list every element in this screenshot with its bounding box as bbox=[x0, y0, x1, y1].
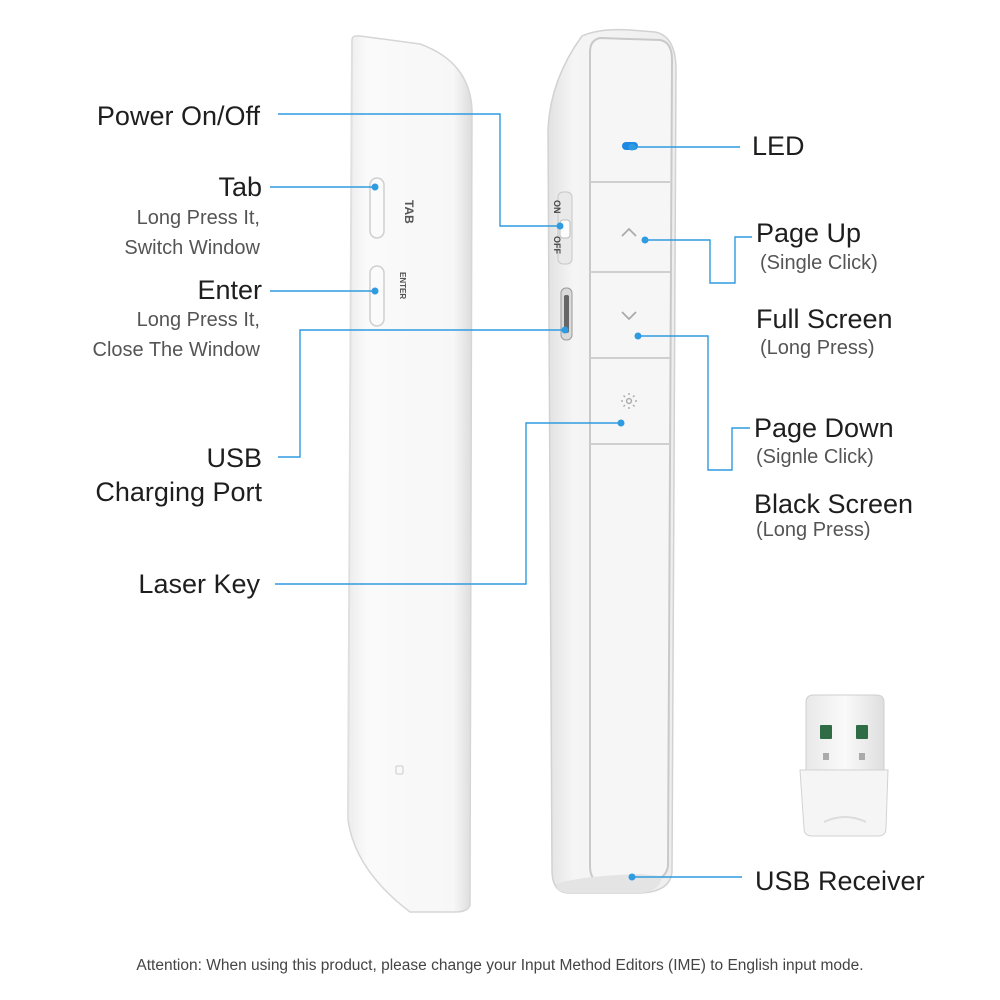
full-screen-desc: (Long Press) bbox=[760, 337, 875, 359]
led-label: LED bbox=[752, 131, 805, 161]
page-down-desc: (Signle Click) bbox=[756, 446, 874, 468]
page-down-label: Page Down bbox=[754, 413, 894, 443]
chevron-up-icon bbox=[621, 227, 637, 237]
full-screen-label: Full Screen bbox=[756, 304, 893, 334]
tab-print-text: TAB bbox=[402, 200, 416, 224]
dot-enter bbox=[371, 287, 379, 295]
dot-usb bbox=[561, 326, 569, 334]
presenter-side-view: TAB ENTER bbox=[347, 35, 473, 913]
usb-label-1: USB bbox=[206, 443, 262, 473]
enter-label: Enter bbox=[197, 275, 262, 305]
attention-footer: Attention: When using this product, plea… bbox=[136, 957, 864, 974]
tab-button bbox=[369, 177, 385, 239]
laser-label: Laser Key bbox=[138, 569, 260, 599]
chevron-down-icon bbox=[621, 311, 637, 321]
dot-receiver bbox=[628, 873, 636, 881]
laser-icon bbox=[621, 393, 637, 409]
lanyard-hole bbox=[395, 765, 404, 775]
tab-desc-1: Long Press It, bbox=[136, 207, 260, 229]
page-up-label: Page Up bbox=[756, 218, 862, 248]
switch-on-text: ON bbox=[552, 200, 562, 214]
tab-label: Tab bbox=[218, 172, 262, 202]
enter-desc-2: Close The Window bbox=[92, 339, 260, 361]
black-screen-label: Black Screen bbox=[754, 489, 914, 519]
page-up-desc: (Single Click) bbox=[760, 252, 878, 274]
enter-print-text: ENTER bbox=[398, 272, 407, 299]
leader-dots bbox=[371, 143, 649, 881]
dot-led bbox=[628, 143, 636, 151]
tab-desc-2: Switch Window bbox=[124, 237, 260, 259]
usb-receiver-label: USB Receiver bbox=[755, 866, 925, 896]
switch-off-text: OFF bbox=[552, 236, 562, 254]
power-label: Power On/Off bbox=[96, 101, 260, 131]
enter-button bbox=[369, 265, 385, 327]
usb-receiver-dongle bbox=[799, 694, 889, 837]
usb-label-2: Charging Port bbox=[95, 477, 262, 507]
dot-page-down bbox=[634, 332, 642, 340]
dot-page-up bbox=[641, 236, 649, 244]
enter-desc-1: Long Press It, bbox=[136, 309, 260, 331]
dot-power bbox=[556, 222, 564, 230]
dot-laser bbox=[617, 419, 625, 427]
presenter-front-view: ON OFF bbox=[547, 28, 677, 894]
black-screen-desc: (Long Press) bbox=[756, 519, 871, 541]
dot-tab bbox=[371, 183, 379, 191]
leader-lines bbox=[270, 113, 752, 878]
